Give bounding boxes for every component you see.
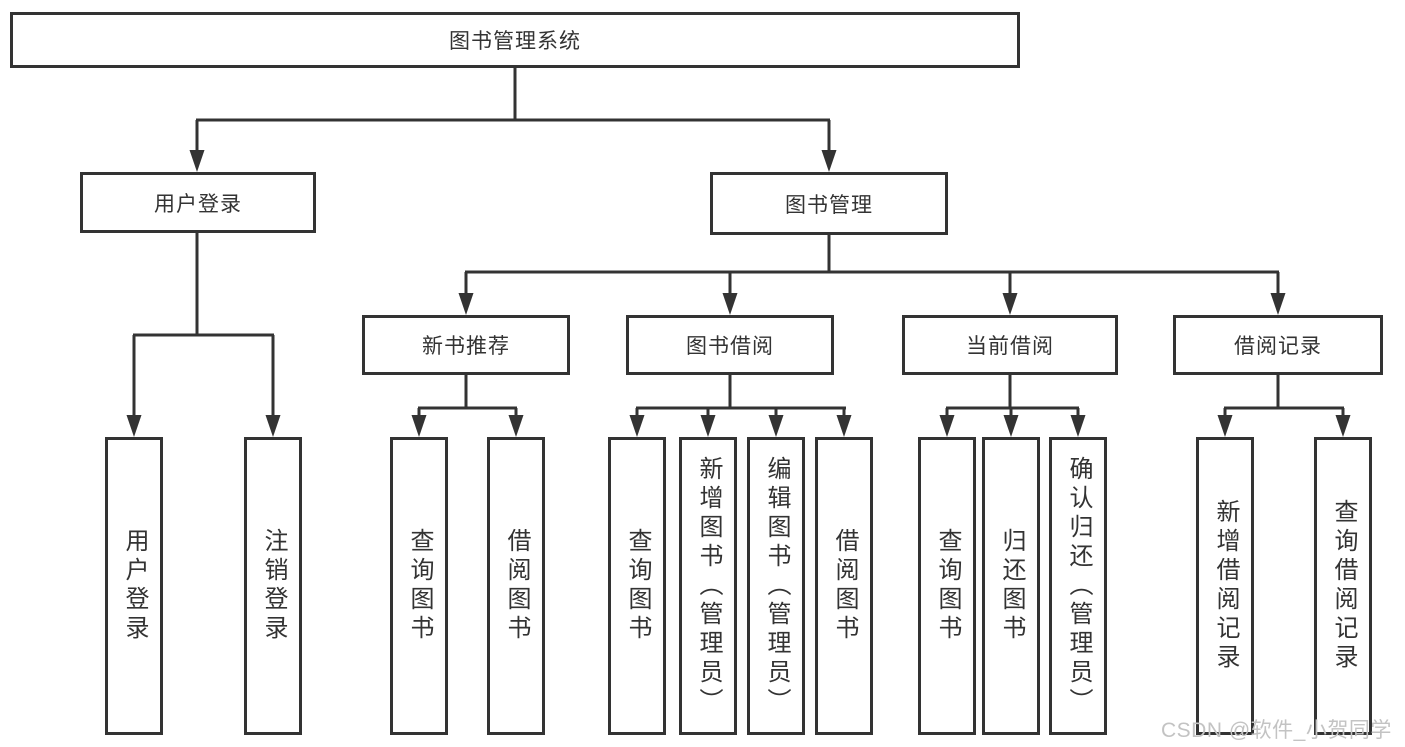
leaf-add-books-admin: 新增图书（管理员） [679, 437, 737, 735]
node-new-book-recommend: 新书推荐 [362, 315, 570, 375]
leaf-borrow-books-recommend: 借阅图书 [487, 437, 545, 735]
node-book-borrowing: 图书借阅 [626, 315, 834, 375]
leaf-edit-books-admin: 编辑图书（管理员） [747, 437, 805, 735]
leaf-logout: 注销登录 [244, 437, 302, 735]
leaf-query-books-recommend: 查询图书 [390, 437, 448, 735]
leaf-query-borrow-record: 查询借阅记录 [1314, 437, 1372, 735]
node-current-borrowing: 当前借阅 [902, 315, 1118, 375]
leaf-add-borrow-record: 新增借阅记录 [1196, 437, 1254, 735]
leaf-query-books-current: 查询图书 [918, 437, 976, 735]
leaf-return-books: 归还图书 [982, 437, 1040, 735]
node-user-login: 用户登录 [80, 172, 316, 233]
node-library-management-system: 图书管理系统 [10, 12, 1020, 68]
leaf-user-login: 用户登录 [105, 437, 163, 735]
leaf-query-books-borrowing: 查询图书 [608, 437, 666, 735]
watermark: CSDN @软件_小贺同学 [1161, 719, 1392, 742]
node-borrowing-records: 借阅记录 [1173, 315, 1383, 375]
node-book-management: 图书管理 [710, 172, 948, 235]
leaf-confirm-return-admin: 确认归还（管理员） [1049, 437, 1107, 735]
leaf-borrow-books-borrowing: 借阅图书 [815, 437, 873, 735]
